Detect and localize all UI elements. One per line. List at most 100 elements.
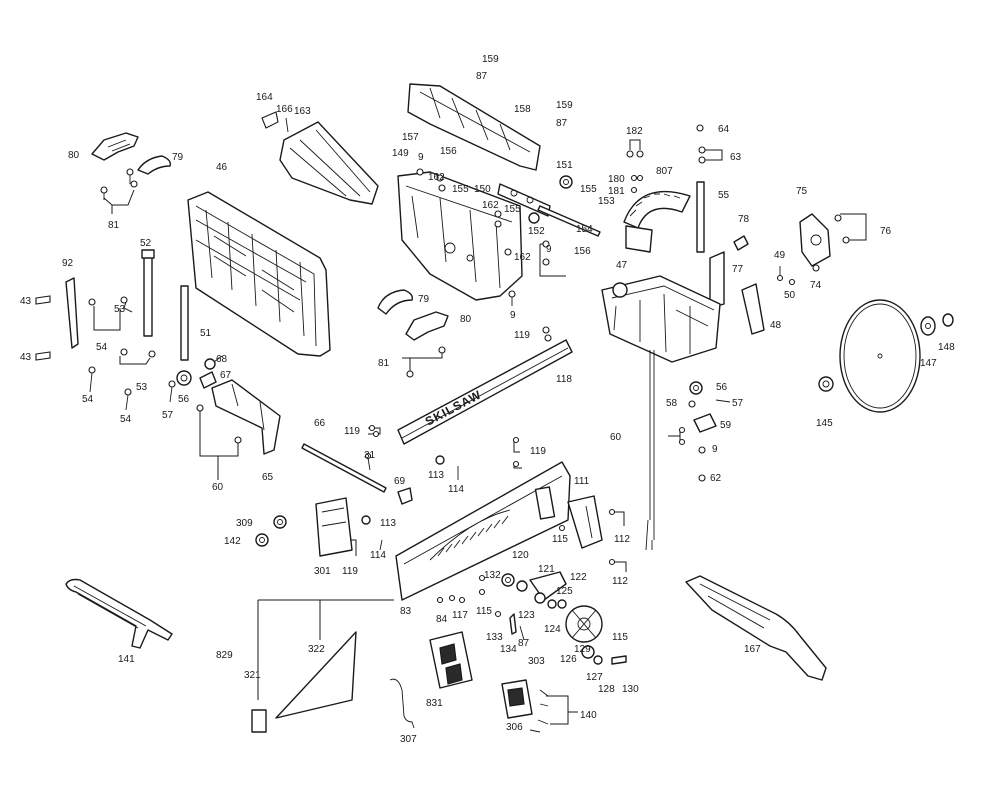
callout-121: 121: [538, 564, 555, 575]
part-147-148-washers: [920, 313, 954, 336]
callout-9: 9: [546, 244, 552, 255]
callout-64: 64: [718, 124, 730, 135]
part-56-knob: [689, 381, 703, 395]
callout-63: 63: [730, 152, 742, 163]
callout-163: 163: [294, 106, 311, 117]
callout-78: 78: [738, 214, 750, 225]
part-56-gear: [176, 370, 192, 386]
callout-145: 145: [816, 418, 833, 429]
callout-123: 123: [518, 610, 535, 621]
part-807-bevel-scale: [623, 190, 691, 253]
part-75-76-bracket: [799, 213, 867, 267]
part-55-rod: [696, 181, 705, 253]
part-113-114-119-small: [350, 515, 383, 556]
callout-81: 81: [378, 358, 390, 369]
part-81-screws: [100, 168, 138, 214]
callout-159: 159: [556, 100, 573, 111]
callout-48: 48: [770, 320, 782, 331]
callout-115: 115: [476, 606, 492, 617]
brand-text: SKILSAW: [423, 387, 484, 428]
callout-113: 113: [428, 470, 444, 481]
callout-43: 43: [20, 296, 32, 307]
callout-149: 149: [392, 148, 409, 159]
part-66-long-rod: [301, 443, 387, 493]
callout-62: 62: [710, 473, 722, 484]
callout-47: 47: [616, 260, 628, 271]
part-132-117-84-screws: [436, 574, 525, 641]
callout-74: 74: [810, 280, 822, 291]
part-163-dust-chute: [279, 121, 379, 205]
callout-301: 301: [314, 566, 331, 577]
part-149-guard-housing: [397, 171, 523, 301]
part-67-68-items: [199, 355, 223, 389]
callout-134: 134: [500, 644, 517, 655]
callout-128: 128: [598, 684, 615, 695]
callout-132: 132: [484, 570, 501, 581]
part-157-upper-guard: [407, 83, 541, 171]
callout-87: 87: [556, 118, 568, 129]
part-301-switch-box: [315, 497, 353, 557]
part-64-63-screws: [696, 124, 723, 164]
callout-80: 80: [460, 314, 472, 325]
callout-322: 322: [308, 644, 325, 655]
callout-43: 43: [20, 352, 32, 363]
callout-180: 180: [608, 174, 625, 185]
callout-77: 77: [732, 264, 744, 275]
callout-122: 122: [570, 572, 587, 583]
callout-76: 76: [880, 226, 892, 237]
callout-55: 55: [718, 190, 730, 201]
callout-120: 120: [512, 550, 529, 561]
callout-114: 114: [370, 550, 386, 561]
callout-156: 156: [440, 146, 457, 157]
callout-166: 166: [276, 104, 293, 115]
part-83-fence-plate: [395, 461, 571, 601]
callout-114: 114: [448, 484, 464, 495]
callout-831: 831: [426, 698, 443, 709]
part-123-125-parts: [534, 592, 567, 609]
callout-87: 87: [476, 71, 488, 82]
part-46-main-frame: [187, 191, 331, 357]
callout-49: 49: [774, 250, 786, 261]
part-47-motor: [601, 275, 721, 551]
callout-117: 117: [452, 610, 468, 621]
callout-75: 75: [796, 186, 808, 197]
callout-167: 167: [744, 644, 761, 655]
part-180-181-screws: [630, 174, 644, 194]
callout-306: 306: [506, 722, 523, 733]
part-9-162-155-screws-center: [416, 168, 516, 306]
callout-148: 148: [938, 342, 955, 353]
part-829-label-set: [251, 599, 394, 733]
callout-69: 69: [394, 476, 406, 487]
part-49-50-74-screws: [776, 264, 820, 286]
part-53-54-screws: [88, 296, 176, 411]
callout-57: 57: [162, 410, 174, 421]
part-152-bushing: [528, 212, 540, 224]
part-52-rod: [141, 249, 155, 337]
callout-119: 119: [342, 566, 358, 577]
callout-54: 54: [82, 394, 94, 405]
callout-31: 31: [364, 450, 376, 461]
callout-83: 83: [400, 606, 412, 617]
callout-9: 9: [712, 444, 718, 455]
callout-84: 84: [436, 614, 448, 625]
callout-155: 155: [452, 184, 469, 195]
callout-119: 119: [344, 426, 360, 437]
callout-79: 79: [172, 152, 184, 163]
callout-162: 162: [428, 172, 445, 183]
callout-59: 59: [720, 420, 732, 431]
callout-66: 66: [314, 418, 326, 429]
part-306-switch-body: [501, 679, 533, 719]
callout-56: 56: [716, 382, 728, 393]
callout-182: 182: [626, 126, 643, 137]
part-309-142-knobs: [255, 515, 287, 547]
callout-79: 79: [418, 294, 430, 305]
part-151-nut: [559, 175, 573, 189]
callout-309: 309: [236, 518, 253, 529]
callout-50: 50: [784, 290, 796, 301]
callout-126: 126: [560, 654, 577, 665]
part-78-77-parts: [709, 235, 749, 309]
callout-87: 87: [518, 638, 530, 649]
callout-65: 65: [262, 472, 274, 483]
part-79-clip: [137, 155, 172, 175]
part-112-115-screws: [558, 508, 627, 572]
